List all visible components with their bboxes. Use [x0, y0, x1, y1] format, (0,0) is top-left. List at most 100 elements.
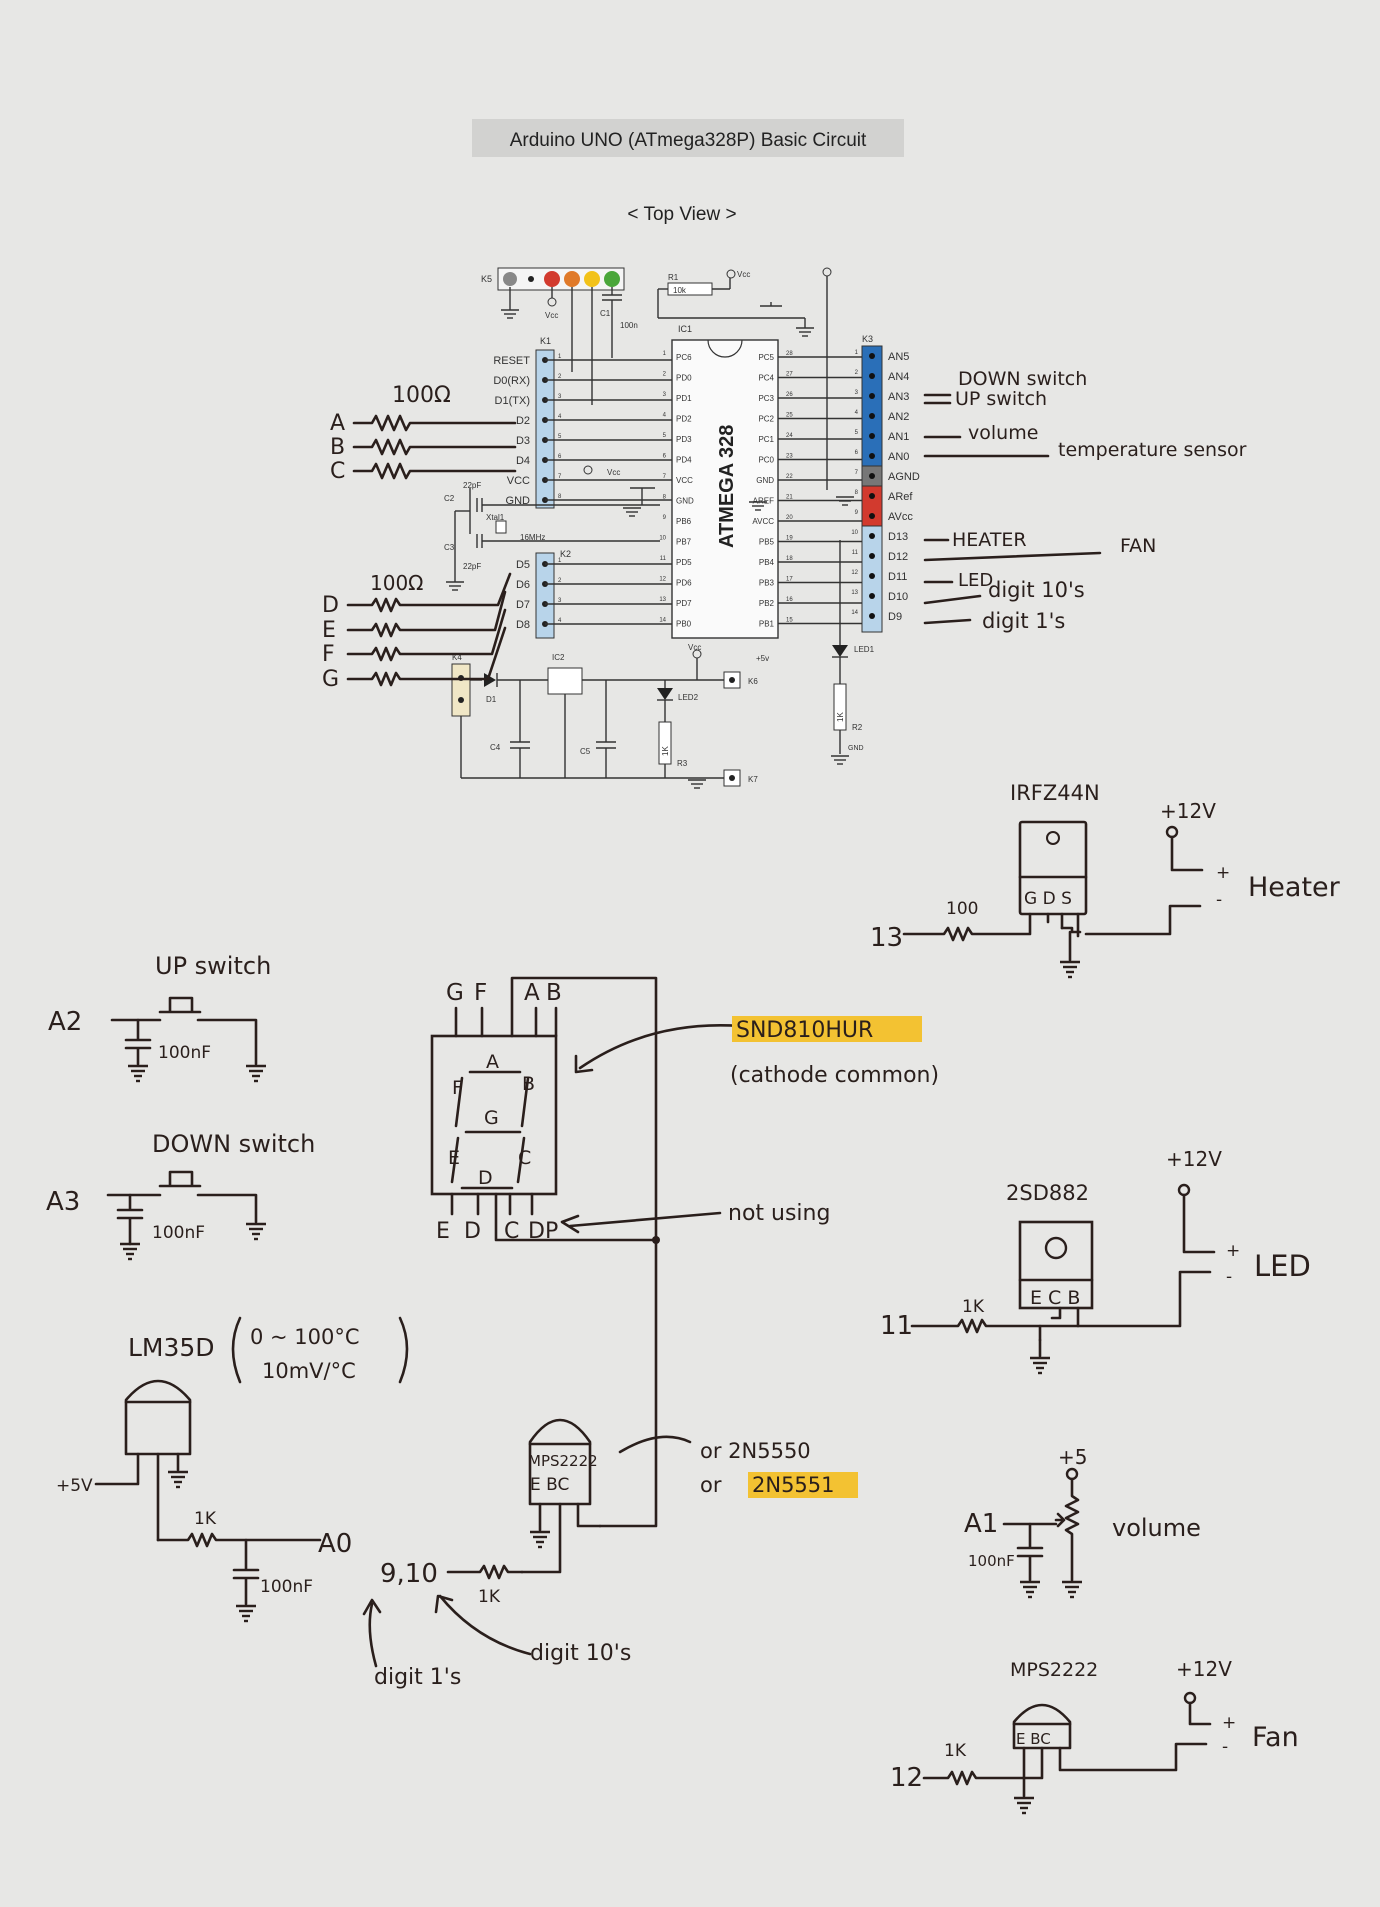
- ic1-left-pin: PD1: [676, 394, 692, 403]
- k3-pin-dot: [869, 453, 875, 459]
- ic2-regulator: [547, 667, 583, 695]
- r100-label-bottom: 100Ω: [370, 571, 423, 595]
- not-using-label: not using: [728, 1201, 830, 1226]
- k3-pin-number: 10: [851, 530, 858, 536]
- r1-vcc: Vcc: [737, 270, 750, 279]
- k3-pin-label: D12: [888, 551, 908, 563]
- led1-label: LED1: [854, 645, 875, 654]
- k1-pin-label: RESET: [493, 355, 530, 367]
- ic1-left-num: 3: [663, 392, 667, 398]
- part-highlight: [732, 1016, 922, 1042]
- digit-driver-alt1: or 2N5550: [700, 1439, 811, 1463]
- vcc-bottom: Vcc: [688, 643, 701, 652]
- c5-label: C5: [580, 747, 591, 756]
- ic1-left-pin: PD3: [676, 435, 692, 444]
- up-switch-cap: 100nF: [158, 1043, 211, 1063]
- disp-pin-e: E: [436, 1219, 450, 1244]
- k3-pin-number: 13: [851, 590, 858, 596]
- k1-label: K1: [540, 336, 551, 346]
- seg-g: G: [484, 1107, 499, 1129]
- down-switch-cap: 100nF: [152, 1223, 205, 1243]
- note-digit-10s: digit 10's: [988, 578, 1085, 602]
- ic1-right-num: 21: [786, 495, 793, 501]
- ic1-left-num: 14: [659, 618, 666, 624]
- note-volume: volume: [968, 422, 1038, 444]
- r3-value: 1K: [661, 746, 670, 756]
- k1-pin-label: D1(TX): [495, 395, 530, 407]
- led-circuit: 2SD882 E C B 11 1K +12V + - LED: [880, 1147, 1311, 1375]
- k3-pin-dot: [869, 553, 875, 559]
- lm35-label: LM35D: [128, 1333, 215, 1362]
- up-switch-pin: A2: [48, 1007, 82, 1037]
- k1-pin-number: 4: [558, 414, 562, 420]
- display-body: [430, 1034, 558, 1196]
- k3-pin-dot: [869, 433, 875, 439]
- led-pin-11: 11: [880, 1311, 913, 1341]
- k3-pin-dot: [869, 513, 875, 519]
- ic1-right-num: 20: [786, 515, 793, 521]
- ic1-left-num: 4: [663, 413, 667, 419]
- fan-plus: +: [1222, 1713, 1236, 1733]
- c4-label: C4: [490, 743, 501, 752]
- fan-load: Fan: [1252, 1722, 1299, 1753]
- xtal-label: Xtal1: [486, 513, 505, 522]
- k3-pin-dot: [869, 413, 875, 419]
- k1-pin-number: 6: [558, 454, 562, 460]
- ic1-right-pin: PC0: [758, 456, 774, 465]
- xtal-body: [495, 520, 507, 534]
- lm35-circuit: LM35D 0 ~ 100°C 10mV/°C +5V 1K A0 100nF: [56, 1316, 409, 1623]
- k3-pin-dot: [869, 493, 875, 499]
- k3-pin-dot: [869, 593, 875, 599]
- ic1-right-pin: PC5: [758, 353, 774, 362]
- k2-header: [535, 552, 555, 639]
- disp-pin-a: A: [524, 980, 540, 1006]
- k5-pin-5: [584, 271, 600, 287]
- disp-pin-f: F: [474, 980, 487, 1006]
- ic1-right-num: 19: [786, 536, 793, 542]
- seg-c-label: C: [330, 459, 345, 484]
- ic1-left-pin: PC6: [676, 353, 692, 362]
- r3-resistor: [658, 721, 672, 765]
- led-r1k-label: 1K: [962, 1297, 985, 1317]
- k3-pin-label: AN2: [888, 411, 909, 423]
- irfz44n-pins: G D S: [1024, 889, 1072, 909]
- seg-b: B: [522, 1073, 535, 1095]
- k3-pin-number: 7: [855, 470, 859, 476]
- ic1-right-num: 25: [786, 413, 793, 419]
- note-temperature-sensor: temperature sensor: [1058, 439, 1247, 461]
- ic1-right-num: 16: [786, 597, 793, 603]
- k3-pin-label: AVcc: [888, 511, 913, 523]
- page-subtitle: < Top View >: [627, 204, 736, 225]
- ic1-right-pin: PB2: [759, 599, 775, 608]
- ic1-right-pin: PB4: [759, 558, 775, 567]
- disp-pin-d: D: [464, 1219, 481, 1244]
- k5-vcc: Vcc: [545, 311, 558, 320]
- k3-pin-label: ARef: [888, 491, 913, 503]
- fan-circuit: MPS2222 E BC 12 1K +12V + - Fan: [890, 1657, 1299, 1815]
- volume-pin: A1: [964, 1509, 998, 1539]
- 2sd882-pins: E C B: [1030, 1287, 1080, 1309]
- heater-r100-label: 100: [946, 899, 978, 919]
- k5-pin-3: [544, 271, 560, 287]
- c2-label: C2: [444, 494, 455, 503]
- note-heater: HEATER: [952, 529, 1027, 551]
- heater-load: Heater: [1248, 872, 1341, 903]
- display-note: (cathode common): [730, 1063, 939, 1088]
- k3-pin-label: D13: [888, 531, 908, 543]
- seg-a: A: [486, 1051, 499, 1073]
- c3-label: C3: [444, 543, 455, 552]
- k2-pin-number: 4: [558, 618, 562, 624]
- k1-pin-label: D2: [516, 415, 530, 427]
- ic1-label: IC1: [678, 324, 692, 334]
- ic1-left-num: 11: [660, 556, 667, 562]
- ic1-left-num: 13: [659, 597, 666, 603]
- ic1-left-num: 8: [663, 495, 667, 501]
- k1-pin-label: D3: [516, 435, 530, 447]
- k3-pin-label: AN0: [888, 451, 909, 463]
- ic1-left-num: 6: [663, 454, 667, 460]
- k3-pin-number: 3: [855, 390, 859, 396]
- k3-pin-dot: [869, 393, 875, 399]
- k2-pin-label: D8: [516, 619, 530, 631]
- k1-pin-number: 2: [558, 374, 562, 380]
